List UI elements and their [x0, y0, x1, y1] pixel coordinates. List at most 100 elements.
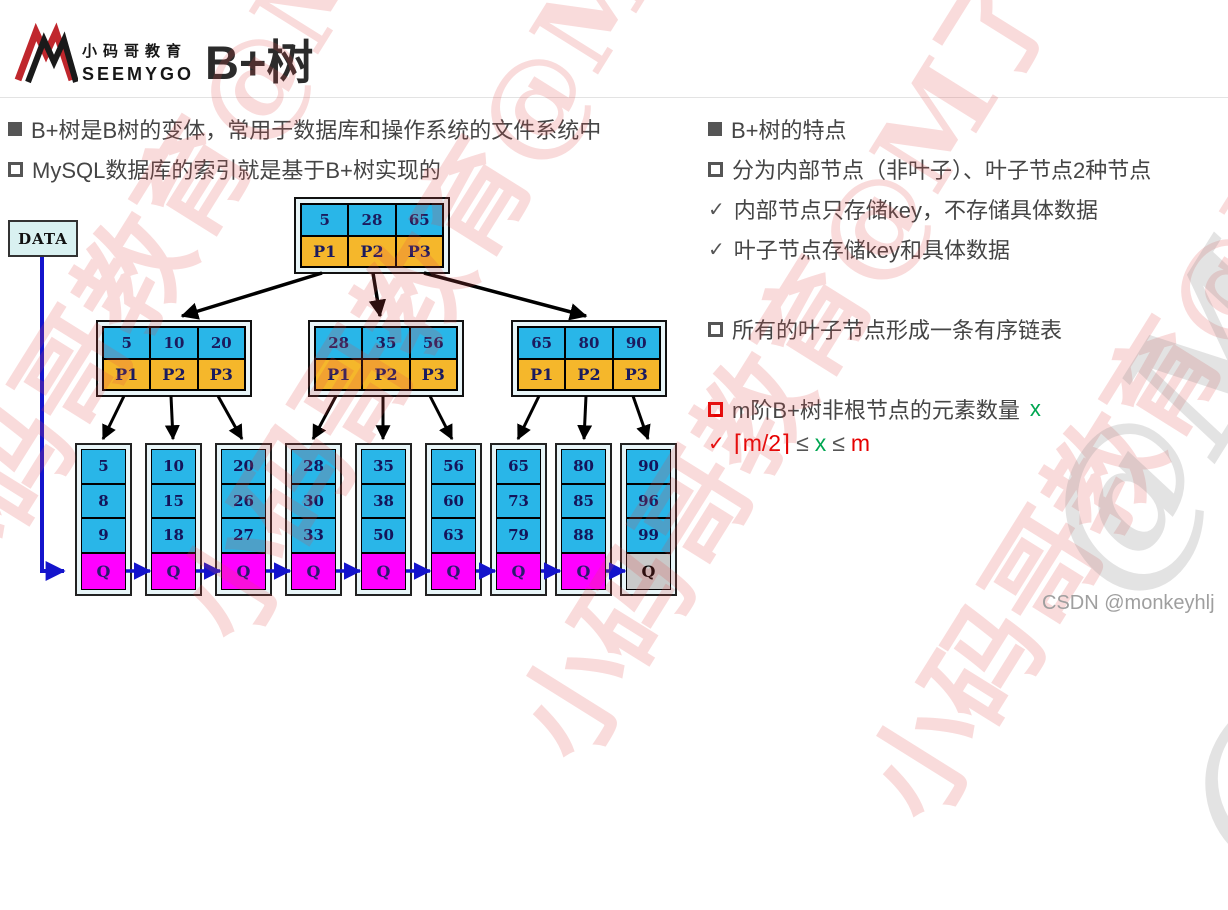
internal-pointer: P3 — [409, 358, 457, 390]
right-bullet-4: ✓ 叶子节点存储key和具体数据 — [708, 233, 1010, 265]
internal-key: 10 — [150, 327, 198, 359]
root-key: 28 — [348, 204, 396, 236]
leaf-node-7: 65 73 79 Q — [490, 443, 547, 596]
leaf-key: 99 — [627, 519, 670, 554]
right-bullet-3-text: 内部节点只存储key，不存储具体数据 — [733, 198, 1099, 223]
leaf-q-pointer: Q — [292, 553, 335, 589]
leaf-key: 10 — [152, 450, 195, 485]
seemygo-m-logo-icon — [14, 22, 78, 84]
leaf-q-pointer: Q — [362, 553, 405, 589]
right-bullet-1-text: B+树的特点 — [731, 118, 847, 143]
brand-chinese: 小码哥教育 — [82, 43, 188, 60]
le-sign: ≤ — [832, 430, 845, 456]
leaf-key: 73 — [497, 484, 540, 520]
left-bullet-1: B+树是B树的变体，常用于数据库和操作系统的文件系统中 — [8, 113, 601, 145]
right-bullet-4-text: 叶子节点存储key和具体数据 — [733, 238, 1011, 263]
left-bullet-2-text: MySQL数据库的索引就是基于B+树实现的 — [32, 158, 441, 183]
internal-pointer: P2 — [150, 358, 198, 390]
right-bullet-2: 分为内部节点（非叶子）、叶子节点2种节点 — [708, 153, 1151, 185]
leaf-key: 5 — [82, 450, 125, 485]
variable-m: m — [850, 430, 870, 456]
root-key: 65 — [395, 204, 443, 236]
leaf-key: 65 — [497, 450, 540, 485]
internal-pointer: P2 — [565, 358, 613, 390]
variable-x: x — [1029, 396, 1041, 421]
leaf-key: 30 — [292, 484, 335, 520]
brand-text: 小码哥教育 SEEMYGO — [82, 40, 194, 85]
check-icon: ✓ — [708, 238, 725, 261]
leaf-key: 38 — [362, 484, 405, 520]
leaf-node-3: 20 26 27 Q — [215, 443, 272, 596]
right-bullet-6: m阶B+树非根节点的元素数量 x — [708, 393, 1041, 425]
leaf-node-2: 10 15 18 Q — [145, 443, 202, 596]
internal-node-3: 65 80 90 P1 P2 P3 — [511, 320, 667, 397]
leaf-node-6: 56 60 63 Q — [425, 443, 482, 596]
leaf-node-5: 35 38 50 Q — [355, 443, 412, 596]
open-square-bullet-icon — [708, 161, 723, 177]
csdn-credit: CSDN @monkeyhlj — [1042, 592, 1215, 614]
internal-key: 90 — [612, 327, 660, 359]
data-box: DATA — [8, 220, 78, 257]
variable-x: x — [814, 430, 827, 456]
leaf-q-pointer-end: Q — [627, 553, 670, 589]
root-pointer: P1 — [301, 235, 349, 267]
open-square-bullet-icon — [708, 321, 723, 337]
leaf-key: 18 — [152, 519, 195, 554]
leaf-q-pointer: Q — [497, 553, 540, 589]
leaf-q-pointer: Q — [562, 553, 605, 589]
leaf-q-pointer: Q — [82, 553, 125, 589]
leaf-q-pointer: Q — [432, 553, 475, 589]
leaf-key: 88 — [562, 519, 605, 554]
root-node: 5 28 65 P1 P2 P3 — [294, 197, 450, 274]
leaf-key: 90 — [627, 450, 670, 485]
leaf-key: 9 — [82, 519, 125, 554]
internal-pointer: P2 — [362, 358, 410, 390]
filled-square-bullet-icon — [8, 122, 22, 136]
internal-key: 5 — [103, 327, 151, 359]
right-bullet-6-text: m阶B+树非根节点的元素数量 — [732, 398, 1020, 423]
internal-pointer: P3 — [197, 358, 245, 390]
leaf-key: 80 — [562, 450, 605, 485]
root-key: 5 — [301, 204, 349, 236]
right-bullet-1: B+树的特点 — [708, 113, 847, 145]
internal-pointer: P1 — [315, 358, 363, 390]
internal-pointer: P1 — [103, 358, 151, 390]
leaf-key: 27 — [222, 519, 265, 554]
internal-node-2: 28 35 56 P1 P2 P3 — [308, 320, 464, 397]
internal-key: 35 — [362, 327, 410, 359]
internal-pointer: P1 — [518, 358, 566, 390]
header-divider — [0, 97, 1228, 98]
leaf-key: 56 — [432, 450, 475, 485]
leaf-key: 79 — [497, 519, 540, 554]
filled-square-bullet-icon — [708, 122, 722, 136]
internal-key: 28 — [315, 327, 363, 359]
right-bullet-5: 所有的叶子节点形成一条有序链表 — [708, 313, 1062, 345]
internal-key: 56 — [409, 327, 457, 359]
leaf-key: 96 — [627, 484, 670, 520]
internal-pointer: P3 — [612, 358, 660, 390]
internal-key: 65 — [518, 327, 566, 359]
leaf-key: 60 — [432, 484, 475, 520]
root-pointer: P2 — [348, 235, 396, 267]
leaf-node-4: 28 30 33 Q — [285, 443, 342, 596]
open-square-bullet-icon — [8, 161, 23, 177]
open-square-red-bullet-icon — [708, 401, 723, 417]
left-bullet-2: MySQL数据库的索引就是基于B+树实现的 — [8, 153, 441, 185]
leaf-key: 33 — [292, 519, 335, 554]
leaf-key: 63 — [432, 519, 475, 554]
check-icon: ✓ — [708, 198, 725, 221]
right-bullet-7-formula: ✓ ⌈m/2⌉ ≤ x ≤ m — [708, 430, 870, 457]
root-pointer: P3 — [395, 235, 443, 267]
leaf-key: 20 — [222, 450, 265, 485]
leaf-node-1: 5 8 9 Q — [75, 443, 132, 596]
leaf-q-pointer: Q — [152, 553, 195, 589]
leaf-key: 85 — [562, 484, 605, 520]
leaf-key: 26 — [222, 484, 265, 520]
brand-english: SEEMYGO — [82, 64, 195, 84]
watermark-diagonal-gray: @M了个J — [1132, 139, 1228, 907]
leaf-key: 15 — [152, 484, 195, 520]
leaf-key: 8 — [82, 484, 125, 520]
leaf-node-8: 80 85 88 Q — [555, 443, 612, 596]
leaf-key: 28 — [292, 450, 335, 485]
